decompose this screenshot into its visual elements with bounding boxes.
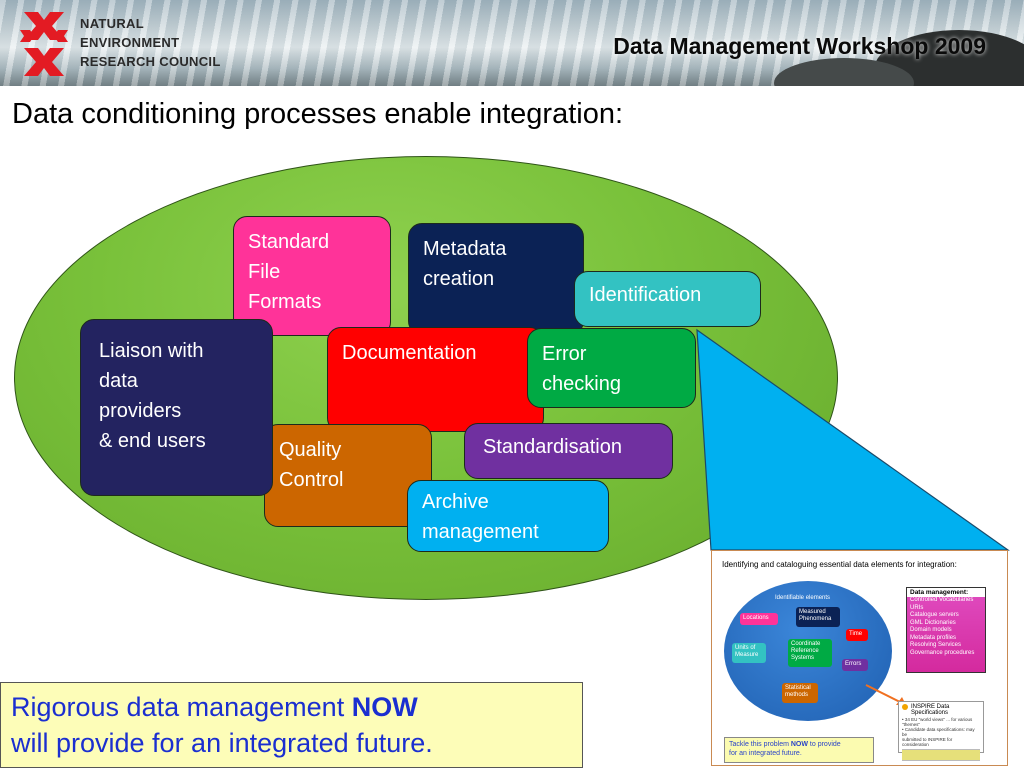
inspire-line: • Candidate data specifications: may be: [902, 727, 975, 737]
inset-box-crs: Coordinate Reference Systems: [788, 639, 832, 667]
inset-label: Units of: [735, 645, 756, 651]
box-error-checking: Error checking: [527, 328, 696, 408]
box-quality-control: Quality Control: [264, 424, 432, 527]
box-label: providers: [99, 400, 182, 422]
box-label: File: [248, 261, 281, 283]
dm-item: Governance procedures: [910, 649, 975, 656]
inset-label: Coordinate: [791, 641, 821, 647]
nerc-logo-icon: [20, 12, 68, 76]
logo-line: ENVIRONMENT: [80, 35, 180, 50]
inset-label: Phenomena: [799, 616, 832, 622]
box-label: checking: [542, 373, 621, 395]
box-label: Control: [279, 469, 344, 491]
footer-now: NOW: [351, 692, 418, 722]
dm-item: Metadata profiles: [910, 634, 957, 641]
footer-message-box: Rigorous data management NOW will provid…: [0, 682, 583, 768]
inset-title: Identifying and cataloguing essential da…: [722, 560, 957, 569]
inset-box-time: Time: [846, 629, 868, 641]
box-label: Archive: [422, 491, 489, 513]
box-label: Documentation: [342, 342, 477, 364]
inset-box-statistical: Statistical methods: [782, 683, 818, 703]
box-label: Formats: [248, 291, 322, 313]
data-management-title: Data management:: [907, 588, 985, 597]
inset-label: Systems: [791, 655, 815, 661]
inset-label: Locations: [743, 615, 769, 621]
box-label: Standard: [248, 231, 330, 253]
logo-line: NATURAL: [80, 16, 144, 31]
box-label: Error: [542, 343, 587, 365]
box-archive-management: Archive management: [407, 480, 609, 552]
workshop-title: Data Management Workshop 2009: [613, 33, 986, 59]
inset-label: methods: [785, 692, 809, 698]
box-label: Metadata: [423, 238, 507, 260]
tackle-text: Tackle this problem: [729, 741, 791, 748]
nerc-logo-text: NATURAL ENVIRONMENT RESEARCH COUNCIL: [80, 14, 221, 71]
box-label: data: [99, 370, 138, 392]
data-management-box: Data management: Controlled Vocabularies…: [906, 587, 986, 673]
logo-line: RESEARCH COUNCIL: [80, 54, 221, 69]
dm-item: Controlled Vocabularies: [910, 597, 974, 603]
inspire-line: • 34 EU "world views" ... for various "t…: [902, 717, 973, 727]
inset-label: Measured: [799, 609, 826, 615]
box-label: creation: [423, 268, 495, 290]
inset-label: Reference: [791, 648, 819, 654]
tackle-text: to provide: [807, 741, 841, 748]
box-label: Standardisation: [483, 436, 622, 458]
inspire-table: [902, 749, 980, 761]
inset-box-errors: Errors: [842, 659, 868, 671]
dm-item: Resolving Services: [910, 642, 962, 648]
box-metadata-creation: Metadata creation: [408, 223, 584, 335]
box-label: Liaison with: [99, 340, 204, 362]
box-label: management: [422, 521, 539, 543]
inset-label: Errors: [845, 661, 862, 667]
inset-box-units: Units of Measure: [732, 643, 766, 663]
header-banner: NATURAL ENVIRONMENT RESEARCH COUNCIL Dat…: [0, 0, 1024, 86]
box-identification: Identification: [574, 271, 761, 327]
inset-slide: Identifying and cataloguing essential da…: [711, 550, 1008, 766]
inset-box-measured: Measured Phenomena: [796, 607, 840, 627]
dm-item: Domain models: [910, 627, 952, 633]
inspire-line: submitted to INSPIRE for consideration: [902, 737, 953, 747]
footer-text-line2: will provide for an integrated future.: [11, 728, 433, 758]
footer-text: Rigorous data management: [11, 692, 352, 722]
dm-item: GML Dictionaries: [910, 619, 956, 626]
inspire-title: INSPIRE Data Specifications: [899, 702, 983, 717]
inset-label: Statistical: [785, 685, 811, 691]
tackle-now: NOW: [790, 741, 808, 748]
box-documentation: Documentation: [327, 327, 544, 432]
box-label: Identification: [589, 284, 702, 306]
dm-item: Catalogue servers: [910, 612, 959, 618]
box-label: & end users: [99, 430, 206, 452]
box-standardisation: Standardisation: [464, 423, 673, 479]
box-label: Quality: [279, 439, 342, 461]
box-liaison: Liaison with data providers & end users: [80, 319, 273, 496]
page-headline: Data conditioning processes enable integ…: [12, 98, 624, 130]
inset-box-locations: Locations: [740, 613, 778, 625]
inset-label: Time: [849, 631, 863, 637]
tackle-line2: for an integrated future.: [729, 750, 802, 757]
dm-item: URIs: [910, 604, 924, 611]
inset-label: Measure: [735, 652, 759, 658]
inspire-box: INSPIRE Data Specifications • 34 EU "wor…: [898, 701, 984, 761]
inset-diagram-label: Identifiable elements: [775, 595, 831, 601]
tackle-box: Tackle this problem NOW to provide for a…: [724, 737, 874, 763]
box-standard-file-formats: Standard File Formats: [233, 216, 391, 336]
